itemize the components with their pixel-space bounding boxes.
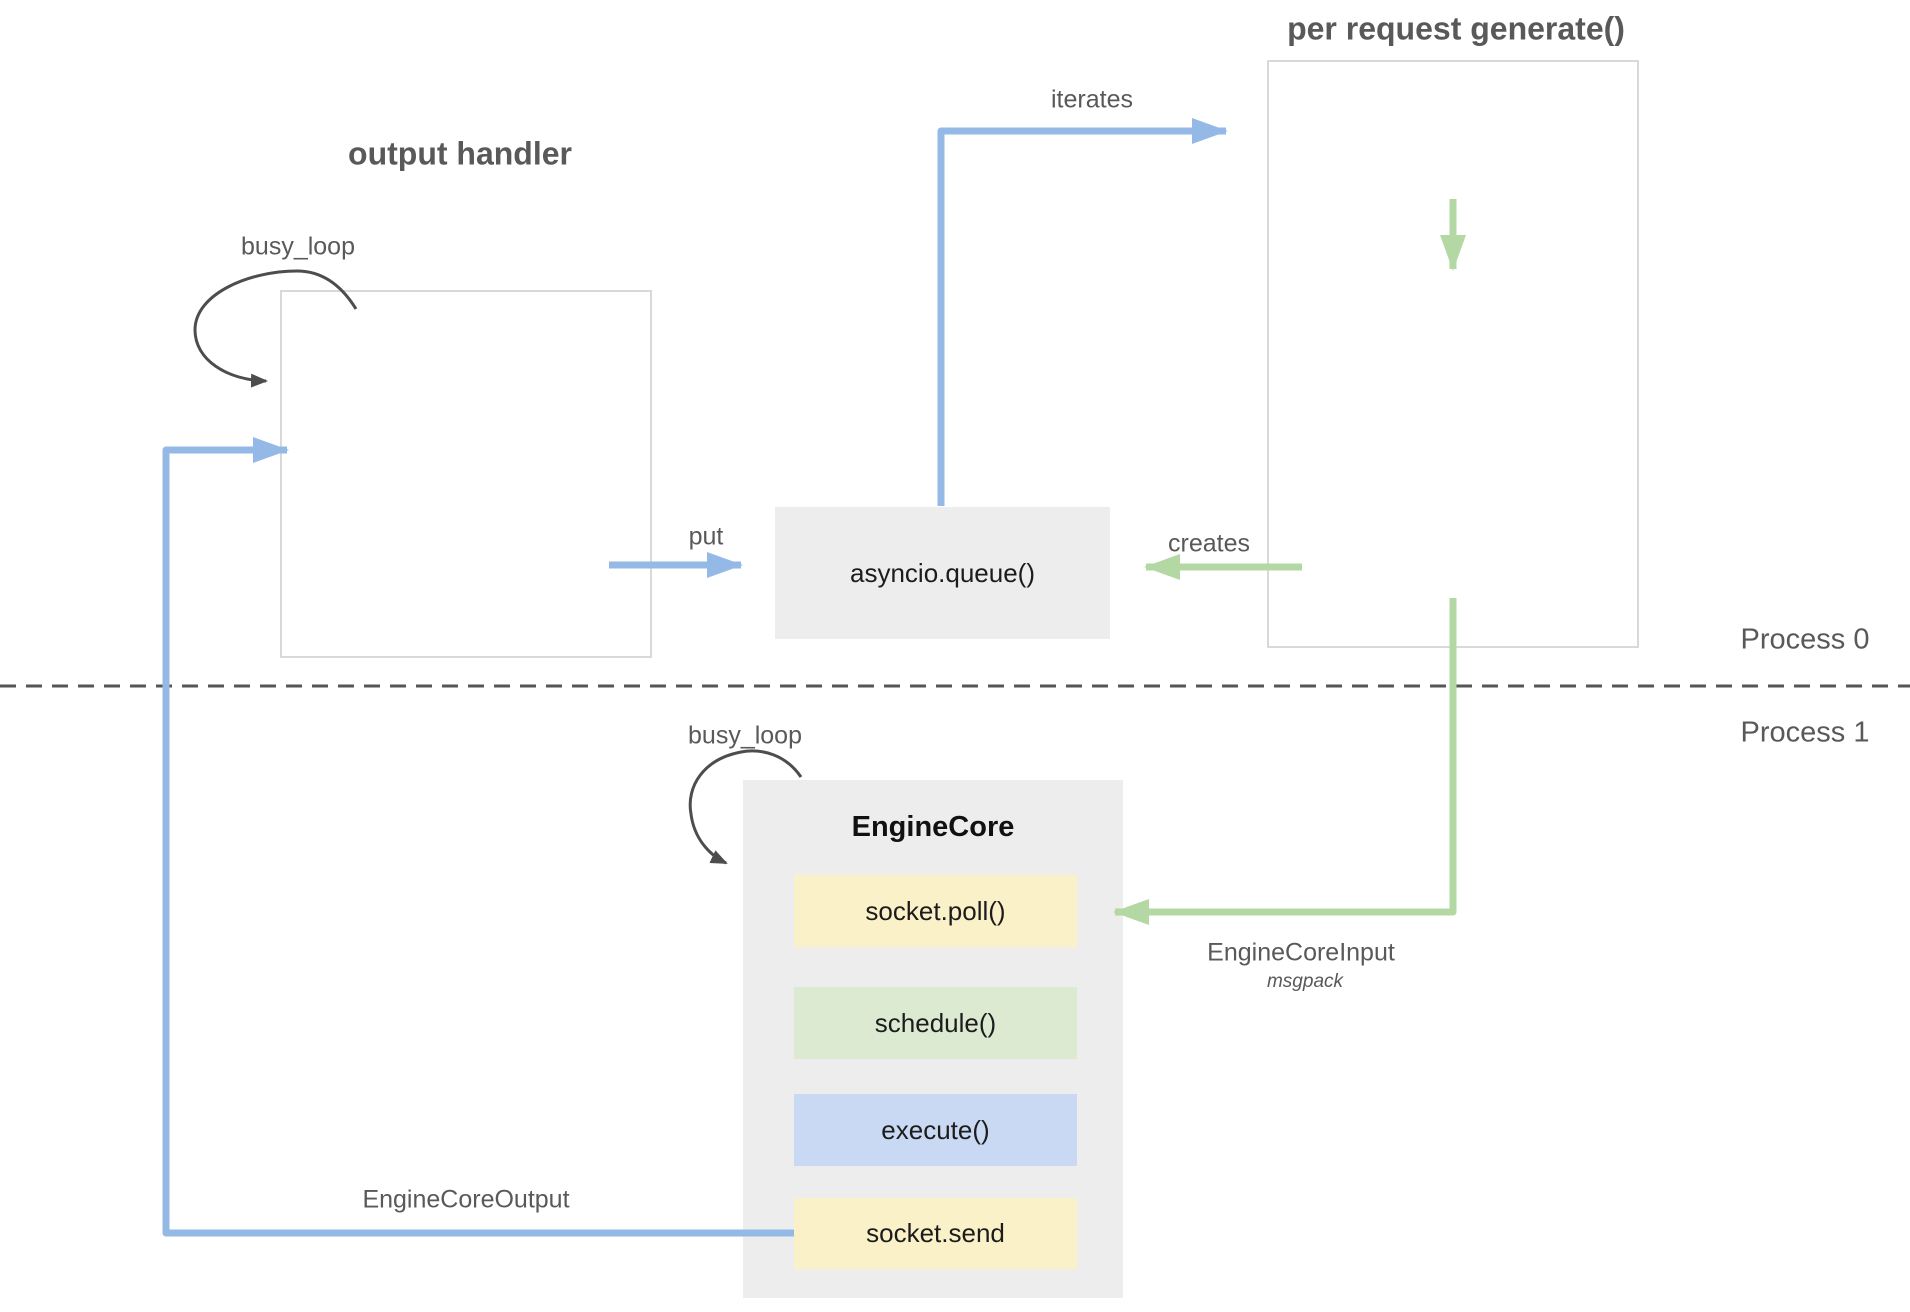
chip-schedule: schedule() [794, 987, 1077, 1059]
label-creates: creates [1168, 529, 1250, 558]
label-engine-core-output: EngineCoreOutput [362, 1185, 570, 1214]
arrow-iterates [937, 118, 1228, 506]
panel-per-request [1267, 60, 1639, 648]
node-asyncio-queue: asyncio.queue() [775, 507, 1110, 639]
label-msgpack: msgpack [1266, 971, 1344, 992]
chip-execute: execute() [794, 1094, 1077, 1166]
label-process-0: Process 0 [1740, 623, 1870, 656]
node-title-engine-core: EngineCore [851, 811, 1015, 843]
label-iterates: iterates [1051, 85, 1133, 114]
label-put: put [688, 522, 724, 551]
chip-socket-poll-engine: socket.poll() [794, 875, 1077, 947]
chip-socket-send-engine: socket.send [794, 1198, 1077, 1269]
panel-output-handler [280, 290, 652, 658]
label-process-1: Process 1 [1740, 716, 1870, 749]
label-busy-loop-bottom: busy_loop [688, 721, 802, 750]
section-title-output-handler: output handler [348, 135, 572, 172]
section-title-per-request: per request generate() [1287, 10, 1625, 47]
label-busy-loop-top: busy_loop [241, 232, 355, 261]
label-engine-core-input: EngineCoreInput [1207, 938, 1395, 967]
